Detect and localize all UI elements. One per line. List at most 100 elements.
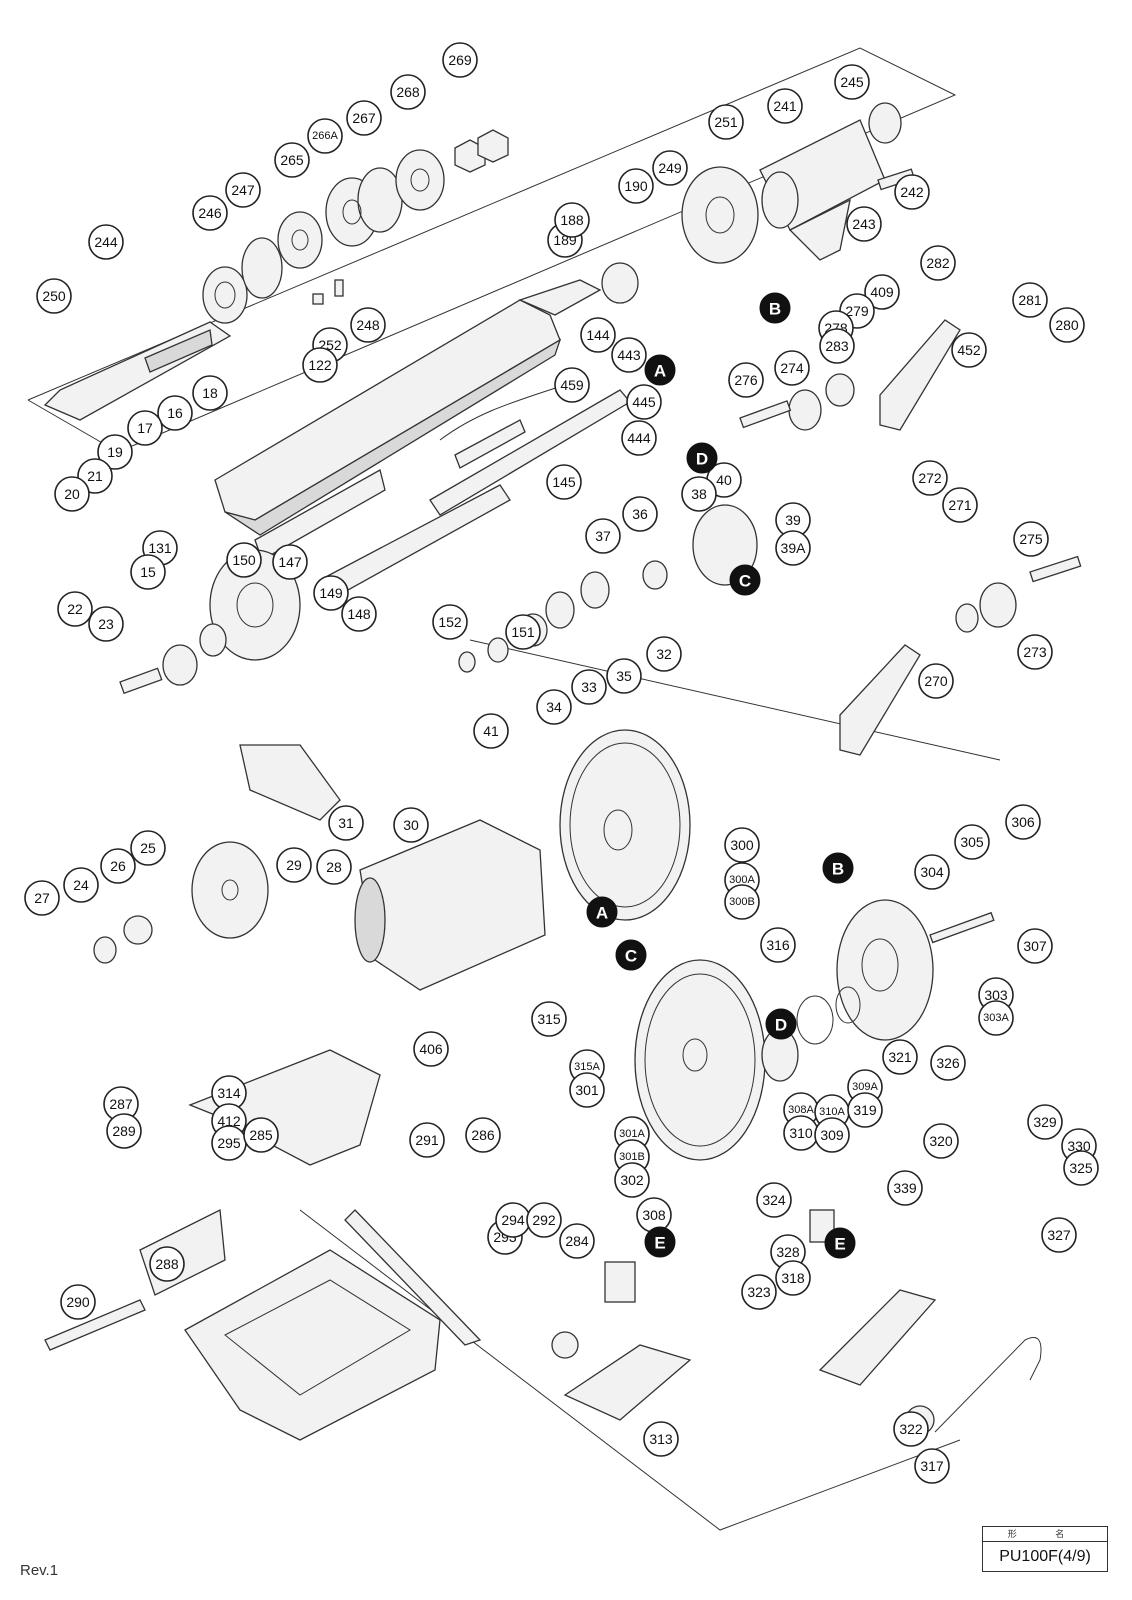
reference-marker-E: E bbox=[824, 1227, 856, 1259]
part-label-241: 241 bbox=[767, 88, 803, 124]
part-label-text: 305 bbox=[960, 834, 984, 850]
part-label-text: 151 bbox=[511, 624, 535, 640]
part-label-text: 302 bbox=[620, 1172, 644, 1188]
part-labels: 269268267266A265247246244250248252245241… bbox=[24, 42, 1099, 1484]
part-label-text: 319 bbox=[853, 1102, 877, 1118]
part-label-circle bbox=[531, 1001, 567, 1037]
part-label-circle bbox=[606, 658, 642, 694]
part-label-circle bbox=[887, 1170, 923, 1206]
part-label-text: 303A bbox=[983, 1012, 1009, 1024]
part-label-328: 328 bbox=[770, 1234, 806, 1270]
part-label-250: 250 bbox=[36, 278, 72, 314]
part-label-303A: 303A bbox=[978, 1000, 1014, 1036]
reference-marker-circle bbox=[686, 442, 718, 474]
part-label-text: 242 bbox=[900, 184, 924, 200]
part-label-circle bbox=[760, 927, 796, 963]
reference-marker-circle bbox=[824, 1227, 856, 1259]
part-label-circle bbox=[442, 42, 478, 78]
reference-marker-text: A bbox=[596, 904, 608, 923]
part-label-148: 148 bbox=[341, 596, 377, 632]
part-label-text: 285 bbox=[249, 1127, 273, 1143]
part-label-circle bbox=[1041, 1217, 1077, 1253]
part-label-text: 292 bbox=[532, 1212, 556, 1228]
part-label-text: 318 bbox=[781, 1270, 805, 1286]
part-label-313: 313 bbox=[643, 1421, 679, 1457]
part-label-459: 459 bbox=[554, 367, 590, 403]
reference-marker-circle bbox=[644, 354, 676, 386]
reference-marker-text: D bbox=[696, 450, 708, 469]
part-label-34: 34 bbox=[536, 689, 572, 725]
reference-marker-A: A bbox=[644, 354, 676, 386]
part-label-289: 289 bbox=[106, 1113, 142, 1149]
part-label-text: 325 bbox=[1069, 1160, 1093, 1176]
part-label-301: 301 bbox=[569, 1072, 605, 1108]
part-label-text: 269 bbox=[448, 52, 472, 68]
part-label-text: 301B bbox=[619, 1151, 645, 1163]
part-label-text: 445 bbox=[632, 394, 656, 410]
reference-marker-text: B bbox=[832, 860, 844, 879]
part-label-circle bbox=[393, 807, 429, 843]
part-label-circle bbox=[920, 245, 956, 281]
part-label-text: 250 bbox=[42, 288, 66, 304]
part-label-text: 303 bbox=[984, 987, 1008, 1003]
part-label-circle bbox=[942, 487, 978, 523]
part-label-287: 287 bbox=[103, 1086, 139, 1122]
part-label-24: 24 bbox=[63, 867, 99, 903]
part-label-circle bbox=[978, 1000, 1014, 1036]
part-label-text: 41 bbox=[483, 723, 499, 739]
part-label-text: 152 bbox=[438, 614, 462, 630]
part-label-text: 286 bbox=[471, 1127, 495, 1143]
part-label-text: 452 bbox=[957, 342, 981, 358]
part-label-circle bbox=[894, 174, 930, 210]
part-label-308: 308 bbox=[636, 1197, 672, 1233]
part-label-circle bbox=[100, 848, 136, 884]
part-label-circle bbox=[328, 805, 364, 841]
part-label-321: 321 bbox=[882, 1039, 918, 1075]
part-label-circle bbox=[1005, 804, 1041, 840]
part-label-circle bbox=[390, 74, 426, 110]
part-label-circle bbox=[350, 307, 386, 343]
part-label-text: 33 bbox=[581, 679, 597, 695]
part-label-circle bbox=[554, 202, 590, 238]
part-label-281: 281 bbox=[1012, 282, 1048, 318]
part-label-text: 306 bbox=[1011, 814, 1035, 830]
part-label-circle bbox=[774, 350, 810, 386]
part-label-text: 247 bbox=[231, 182, 255, 198]
part-label-15: 15 bbox=[130, 554, 166, 590]
part-label-28: 28 bbox=[316, 849, 352, 885]
part-label-317: 317 bbox=[914, 1448, 950, 1484]
part-label-text: 265 bbox=[280, 152, 304, 168]
part-label-text: 309 bbox=[820, 1127, 844, 1143]
adjuster-brackets bbox=[739, 319, 1082, 756]
assembly-outlines bbox=[27, 47, 1001, 1531]
part-label-152: 152 bbox=[432, 604, 468, 640]
part-label-circle bbox=[923, 1123, 959, 1159]
part-label-circle bbox=[834, 64, 870, 100]
part-label-circle bbox=[505, 614, 541, 650]
part-label-circle bbox=[571, 669, 607, 705]
part-label-text: 406 bbox=[419, 1041, 443, 1057]
part-label-circle bbox=[346, 100, 382, 136]
part-label-circle bbox=[473, 713, 509, 749]
part-label-text: 282 bbox=[926, 255, 950, 271]
part-label-text: 249 bbox=[658, 160, 682, 176]
reference-marker-circle bbox=[822, 852, 854, 884]
part-label-text: 308A bbox=[788, 1104, 814, 1116]
part-label-text: 288 bbox=[155, 1256, 179, 1272]
part-label-452: 452 bbox=[951, 332, 987, 368]
part-label-circle bbox=[413, 1031, 449, 1067]
part-label-text: 279 bbox=[845, 303, 869, 319]
reference-marker-circle bbox=[644, 1226, 676, 1258]
part-label-267: 267 bbox=[346, 100, 382, 136]
part-label-text: 276 bbox=[734, 372, 758, 388]
part-label-20: 20 bbox=[54, 476, 90, 512]
part-label-text: 300B bbox=[729, 896, 755, 908]
reference-marker-text: C bbox=[739, 572, 751, 591]
handle-assembly bbox=[551, 1209, 1042, 1435]
part-label-text: 34 bbox=[546, 699, 562, 715]
part-label-circle bbox=[1017, 928, 1053, 964]
part-label-147: 147 bbox=[272, 544, 308, 580]
part-label-text: 40 bbox=[716, 472, 732, 488]
part-label-31: 31 bbox=[328, 805, 364, 841]
part-label-text: 320 bbox=[929, 1133, 953, 1149]
